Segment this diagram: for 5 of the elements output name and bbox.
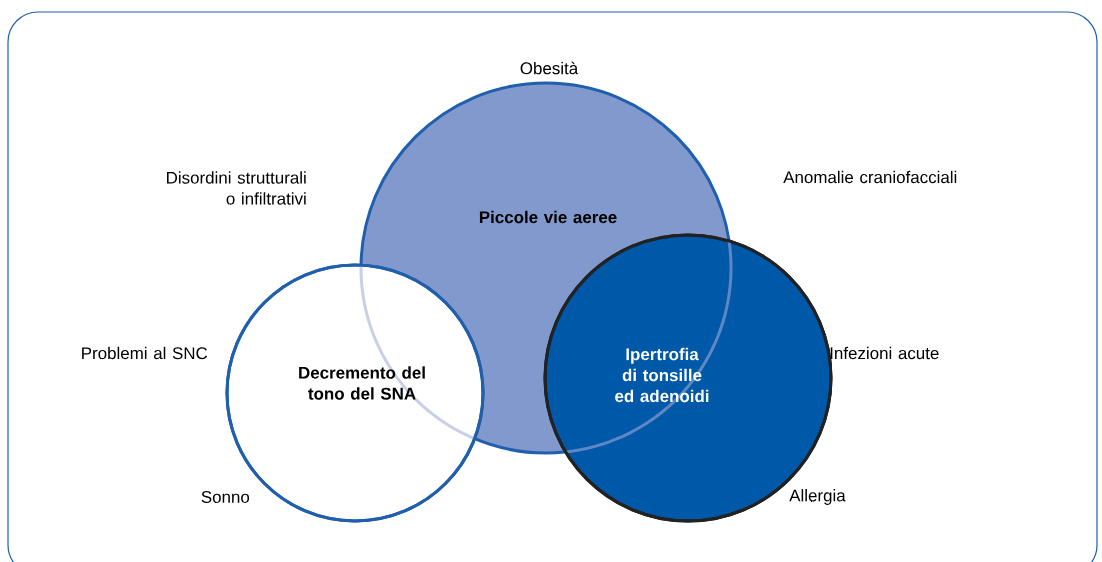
factor-label: Problemi al SNC (82, 346, 208, 360)
factor-label: Sonno (201, 491, 250, 503)
factor-label: Disordini strutturali o infiltrativi (167, 171, 306, 205)
factor-label: Infezioni acute (830, 346, 939, 360)
factor-label: Anomalie craniofacciali (783, 170, 957, 184)
